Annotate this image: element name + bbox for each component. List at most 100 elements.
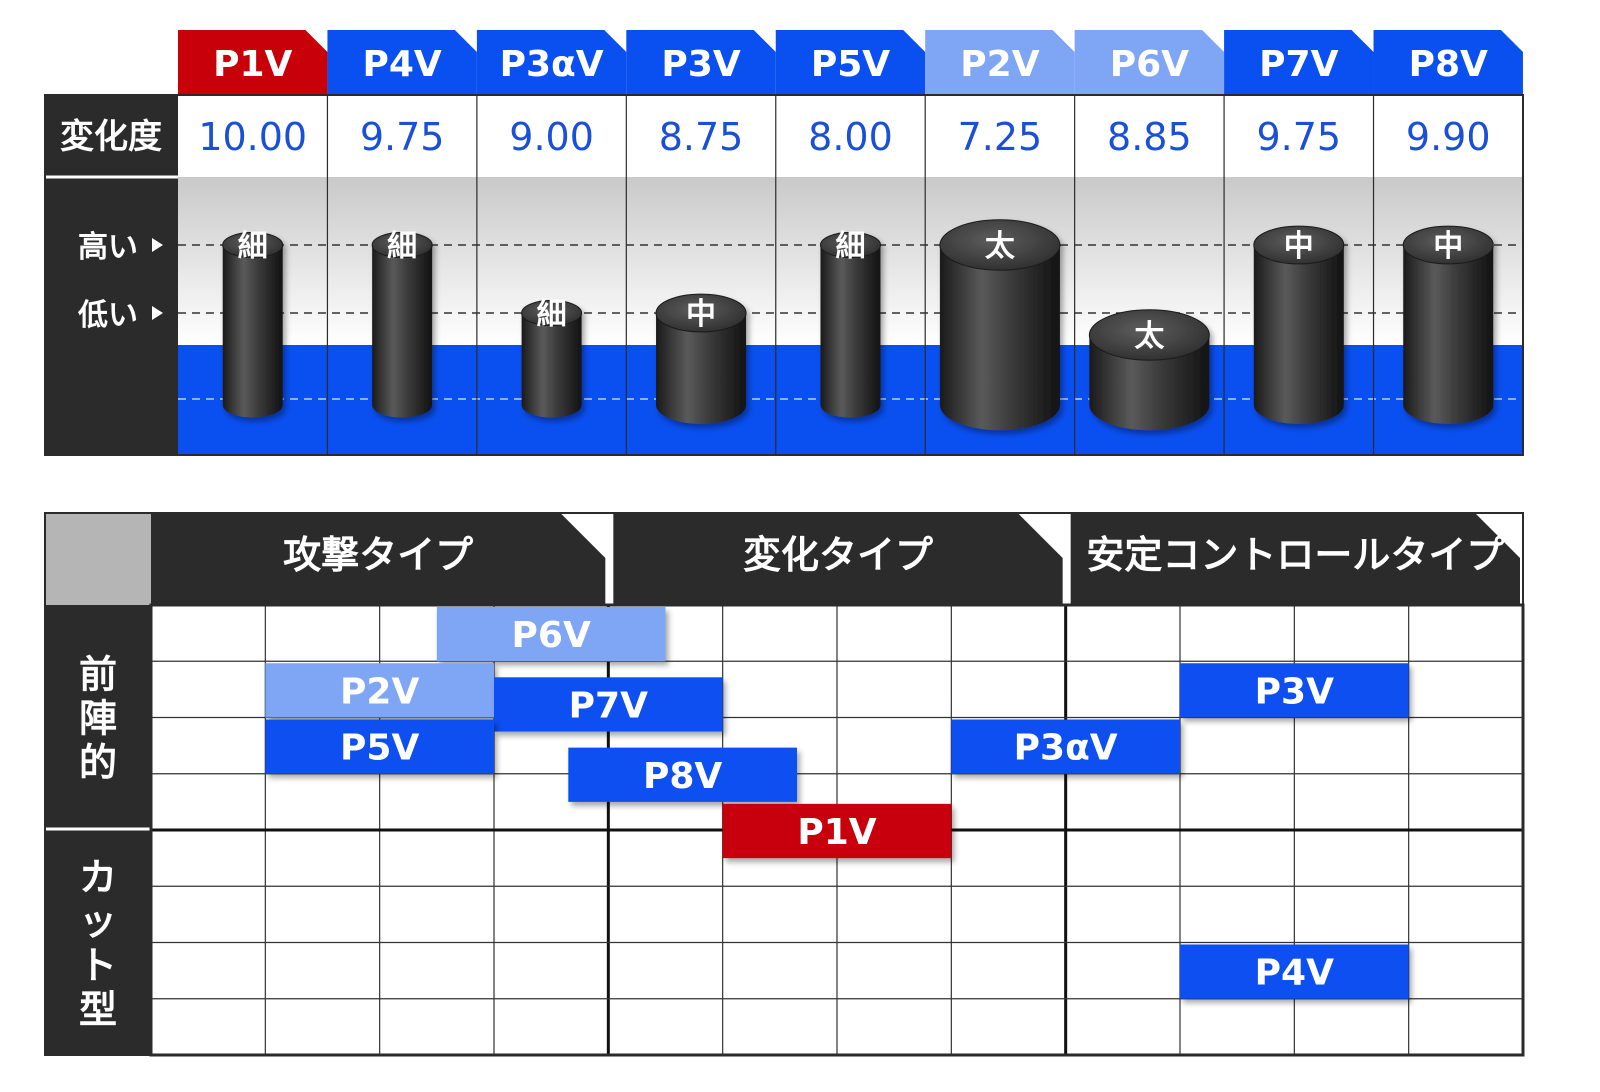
level-high-arrow-icon bbox=[152, 238, 163, 252]
matrix-product-box bbox=[494, 677, 723, 732]
thickness-label: 中 bbox=[686, 297, 716, 332]
thickness-label: 細 bbox=[387, 229, 417, 264]
product-column: P5V 8.00 細 bbox=[775, 30, 926, 455]
thickness-label: 太 bbox=[1134, 319, 1165, 354]
matrix-product-box bbox=[265, 663, 494, 718]
thickness-label: 中 bbox=[1433, 229, 1463, 264]
product-tab bbox=[178, 30, 328, 95]
product-tab-label: P6V bbox=[1110, 44, 1189, 85]
cylinder-top bbox=[655, 293, 747, 333]
cylinder-top bbox=[521, 299, 583, 327]
product-box-label: P5V bbox=[340, 728, 419, 769]
cylinder-top bbox=[1088, 309, 1210, 361]
matrix-column-header-label: 安定コントロールタイプ bbox=[1086, 533, 1504, 577]
thickness-cylinder bbox=[1088, 309, 1210, 431]
product-box-fill bbox=[951, 719, 1180, 774]
matrix-row-label: カット型 bbox=[79, 856, 117, 1032]
change-degree-label: 変化度 bbox=[60, 117, 162, 157]
product-tab bbox=[1224, 30, 1374, 95]
cylinder-top bbox=[939, 219, 1061, 271]
product-box-label: P3V bbox=[1255, 671, 1334, 712]
matrix-corner bbox=[45, 513, 151, 605]
product-column: P2V 7.25 太 bbox=[924, 30, 1075, 455]
product-box-label: P7V bbox=[569, 685, 648, 726]
product-tab bbox=[1074, 30, 1225, 95]
change-degree-value: 9.75 bbox=[1256, 115, 1341, 159]
matrix-column-header-label: 変化タイプ bbox=[743, 533, 933, 577]
change-degree-value: 7.25 bbox=[958, 115, 1043, 159]
product-box-label: P2V bbox=[340, 671, 419, 712]
cylinder-body bbox=[222, 245, 283, 418]
matrix-product-box bbox=[951, 719, 1180, 774]
product-box-fill bbox=[1180, 663, 1409, 718]
cylinder-top bbox=[1402, 225, 1494, 265]
product-column: P3αV 9.00 細 bbox=[476, 30, 627, 455]
product-tab-label: P3V bbox=[661, 44, 740, 85]
cylinder-body bbox=[1403, 245, 1494, 424]
product-tab-label: P8V bbox=[1409, 44, 1488, 85]
thickness-cylinder bbox=[222, 231, 284, 418]
thickness-cylinder bbox=[1253, 225, 1345, 424]
product-tab bbox=[925, 30, 1075, 95]
matrix-column-header bbox=[1070, 513, 1520, 605]
product-box-label: P1V bbox=[797, 812, 876, 853]
matrix-product-box bbox=[722, 803, 952, 859]
product-column: P4V 9.75 細 bbox=[326, 30, 477, 455]
change-degree-value: 9.90 bbox=[1406, 115, 1491, 159]
cylinder-body bbox=[1253, 245, 1344, 424]
product-box-fill bbox=[436, 607, 666, 662]
cylinder-top bbox=[819, 231, 881, 259]
matrix-border bbox=[44, 512, 1524, 1056]
thickness-label: 中 bbox=[1284, 229, 1314, 264]
thickness-cylinder bbox=[819, 231, 881, 418]
row-label-column bbox=[45, 95, 178, 455]
cylinder-body bbox=[939, 245, 1060, 431]
level-low-arrow-icon bbox=[152, 306, 163, 320]
product-tab bbox=[626, 30, 776, 95]
matrix-row-label: 前陣的 bbox=[79, 653, 117, 785]
product-box-fill bbox=[1180, 944, 1409, 999]
product-tab bbox=[327, 30, 477, 95]
product-columns: P1V10.00細P4V9.75細P3αV9.00細P3V8.75中P5V8.0… bbox=[178, 30, 1523, 455]
product-tab-label: P2V bbox=[960, 44, 1039, 85]
product-box-label: P4V bbox=[1255, 953, 1334, 994]
product-column: P7V 9.75 中 bbox=[1223, 30, 1374, 455]
product-box-label: P6V bbox=[512, 615, 591, 656]
product-box-label: P3αV bbox=[1014, 728, 1118, 769]
product-tab-label: P1V bbox=[213, 44, 292, 85]
change-degree-value: 8.00 bbox=[808, 115, 893, 159]
product-tab-label: P7V bbox=[1259, 44, 1338, 85]
cylinder-top bbox=[1253, 225, 1345, 265]
matrix-column-headers: 攻撃タイプ変化タイプ安定コントロールタイプ bbox=[151, 513, 1520, 605]
thickness-label: 細 bbox=[238, 229, 268, 264]
product-tab-label: P5V bbox=[811, 44, 890, 85]
change-degree-value: 9.75 bbox=[360, 115, 445, 159]
product-box-fill bbox=[265, 719, 494, 774]
level-high-label: 高い bbox=[78, 230, 138, 265]
product-tab bbox=[1373, 30, 1523, 95]
product-tab-label: P3αV bbox=[500, 44, 604, 85]
change-degree-value: 9.00 bbox=[509, 115, 594, 159]
thickness-label: 太 bbox=[985, 229, 1016, 264]
thickness-cylinder bbox=[1402, 225, 1494, 424]
value-row-background bbox=[178, 95, 1523, 177]
product-box-fill bbox=[265, 663, 494, 718]
matrix-product-box bbox=[1180, 663, 1409, 718]
product-comparison-table: 変化度 高い 低い P1V10.00細P4V9.75細P3αV9.00細P3V8… bbox=[44, 30, 1524, 456]
product-box-fill bbox=[722, 803, 952, 859]
product-box-fill bbox=[568, 747, 797, 802]
matrix-column-header bbox=[151, 513, 606, 605]
thickness-cylinder bbox=[371, 231, 433, 418]
product-tab bbox=[775, 30, 926, 95]
cylinder-top bbox=[371, 231, 433, 259]
thickness-label: 細 bbox=[537, 297, 567, 332]
thickness-label: 細 bbox=[835, 229, 865, 264]
product-tab-label: P4V bbox=[363, 44, 442, 85]
cylinder-body bbox=[1089, 335, 1210, 431]
